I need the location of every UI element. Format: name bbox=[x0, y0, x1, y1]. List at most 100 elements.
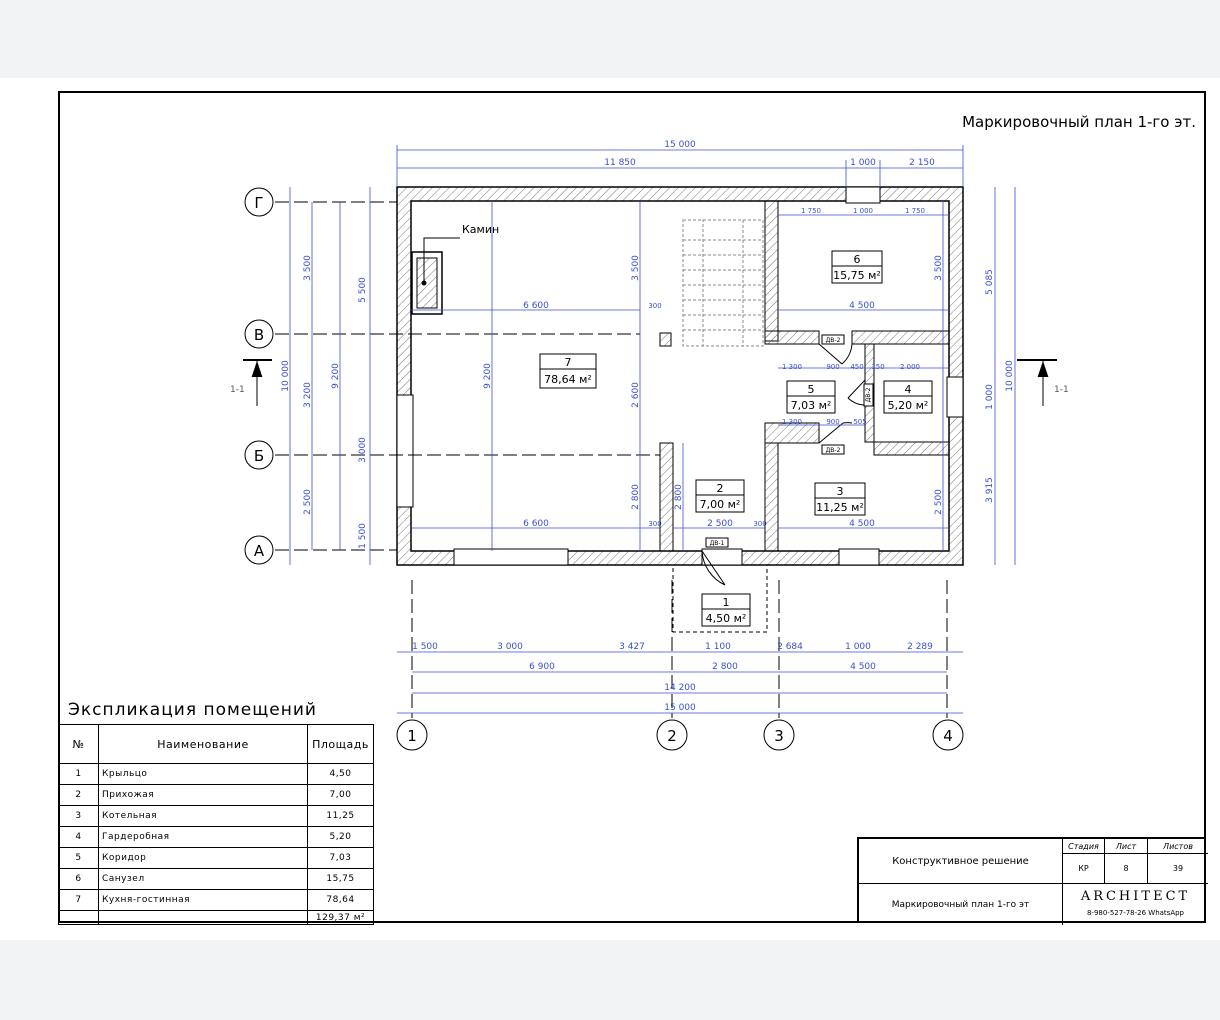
cell-area: 7,03 bbox=[307, 847, 374, 869]
tb-sheet-header: Лист bbox=[1105, 839, 1148, 854]
cell-number: 7 bbox=[58, 889, 99, 911]
axis-label-3: 3 bbox=[774, 727, 784, 745]
cell-number: 3 bbox=[58, 805, 99, 827]
axis-label-1: 1 bbox=[407, 727, 417, 745]
cell-empty bbox=[98, 910, 308, 925]
room-4-number: 4 bbox=[905, 383, 912, 396]
dim-left-outer: 10 000 bbox=[281, 360, 291, 392]
dim-inner-11: 150 bbox=[871, 363, 884, 371]
door-tag-3: ДВ-2 bbox=[826, 447, 841, 454]
header-area: Площадь bbox=[307, 724, 374, 764]
dim-left-a2: 2 500 bbox=[303, 489, 313, 515]
dim-inner-23: 2 800 bbox=[631, 484, 641, 510]
cell-name: Крыльцо bbox=[98, 763, 308, 785]
dim-top-b: 1 000 bbox=[850, 158, 876, 168]
door-tag-4: ДВ-2 bbox=[865, 387, 872, 402]
tb-stage-header: Стадия bbox=[1063, 839, 1105, 854]
dim-b2-1: 2 800 bbox=[712, 662, 738, 672]
dim-left-a1: 3 200 bbox=[303, 382, 313, 408]
dim-right-outer: 10 000 bbox=[1005, 360, 1015, 392]
cell-number: 1 bbox=[58, 763, 99, 785]
dim-inner-16: 2 500 bbox=[707, 519, 733, 529]
dim-inner-7: 1 750 bbox=[905, 207, 925, 215]
table-total-row: 129,37 м² bbox=[58, 910, 374, 925]
dim-inner-0: 6 600 bbox=[523, 301, 549, 311]
dimension-texts-vertical: 10 000 3 500 3 200 2 500 9 200 5 500 3 0… bbox=[281, 255, 1015, 549]
dim-b1-2: 3 427 bbox=[619, 642, 645, 652]
dim-inner-15: 505 bbox=[853, 418, 866, 426]
axis-label-4: 4 bbox=[943, 727, 953, 745]
dim-b1-3: 1 100 bbox=[705, 642, 731, 652]
cell-total: 129,37 м² bbox=[307, 910, 374, 925]
dim-inner-9: 900 bbox=[826, 363, 839, 371]
dim-right-a2: 3 915 bbox=[985, 477, 995, 503]
cell-name: Прихожая bbox=[98, 784, 308, 806]
dim-b1-4: 2 684 bbox=[777, 642, 803, 652]
dim-inner-10: 450 bbox=[850, 363, 863, 371]
room-3-number: 3 bbox=[837, 485, 844, 498]
tb-project: Конструктивное решение bbox=[859, 839, 1063, 884]
header-name: Наименование bbox=[98, 724, 308, 764]
dim-inner-18: 300 bbox=[753, 520, 766, 528]
axis-label-v: В bbox=[254, 326, 264, 344]
dim-inner-26: 2 500 bbox=[934, 489, 944, 515]
porch-outline bbox=[672, 564, 768, 633]
dim-inner-8: 1 300 bbox=[782, 363, 802, 371]
section-label-right: 1-1 bbox=[1054, 385, 1069, 395]
dim-inner-19: 9 200 bbox=[483, 363, 493, 389]
room-5-number: 5 bbox=[808, 383, 815, 396]
explication-title: Экспликация помещений bbox=[68, 700, 317, 720]
room-5-area: 7,03 м² bbox=[791, 399, 832, 412]
tb-phone: 8-980-527-78-26 WhatsApp bbox=[1086, 909, 1185, 917]
room-2-area: 7,00 м² bbox=[700, 498, 741, 511]
room-6-area: 15,75 м² bbox=[833, 269, 881, 282]
dim-right-a1: 1 000 bbox=[985, 384, 995, 410]
cell-number: 2 bbox=[58, 784, 99, 806]
header-number: № bbox=[58, 724, 99, 764]
cell-area: 4,50 bbox=[307, 763, 374, 785]
stair bbox=[682, 219, 764, 347]
cell-name: Санузел bbox=[98, 868, 308, 890]
dim-b3: 14 200 bbox=[664, 683, 696, 693]
dim-b2-0: 6 900 bbox=[529, 662, 555, 672]
fireplace-label: Камин bbox=[462, 223, 499, 236]
door-tag-1: ДВ-1 bbox=[710, 540, 725, 547]
door-swings bbox=[701, 343, 866, 586]
axis-label-g: Г bbox=[254, 194, 263, 212]
cell-empty bbox=[58, 910, 99, 925]
axis-label-a: А bbox=[254, 542, 265, 560]
dim-inner-6: 1 000 bbox=[853, 207, 873, 215]
title-block: Конструктивное решение Маркировочный пла… bbox=[857, 837, 1208, 925]
axis-lines bbox=[275, 201, 948, 718]
tb-sheets: 39 bbox=[1148, 854, 1208, 884]
dim-top-total: 15 000 bbox=[664, 140, 696, 150]
room-1-number: 1 bbox=[723, 596, 730, 609]
walls bbox=[396, 186, 964, 566]
tb-sheet: 8 bbox=[1105, 854, 1148, 884]
axis-label-2: 2 bbox=[667, 727, 677, 745]
dimension-lines bbox=[289, 145, 1016, 714]
axis-bubbles-letters bbox=[244, 187, 274, 565]
room-6-number: 6 bbox=[854, 253, 861, 266]
section-marks bbox=[243, 359, 1057, 406]
cell-number: 5 bbox=[58, 847, 99, 869]
cell-area: 15,75 bbox=[307, 868, 374, 890]
dim-left-c1: 3 000 bbox=[358, 437, 368, 463]
room-4-area: 5,20 м² bbox=[888, 399, 929, 412]
dim-b1-6: 2 289 bbox=[907, 642, 933, 652]
dim-left-c0: 5 500 bbox=[358, 277, 368, 303]
dim-b2-2: 4 500 bbox=[850, 662, 876, 672]
dim-inner-17: 300 bbox=[648, 520, 661, 528]
tb-firm-logo: ARCHITECT bbox=[1080, 889, 1191, 904]
room-numbers: 7 78,64 м² 2 7,00 м² 3 11,25 м² 4 5,20 м… bbox=[544, 253, 928, 625]
dim-inner-12: 2 000 bbox=[900, 363, 920, 371]
tb-sheet-name: Маркировочный план 1-го эт bbox=[859, 884, 1063, 925]
cell-number: 6 bbox=[58, 868, 99, 890]
dim-inner-24: 2 800 bbox=[674, 484, 684, 510]
axis-bubbles-numbers bbox=[396, 719, 964, 751]
